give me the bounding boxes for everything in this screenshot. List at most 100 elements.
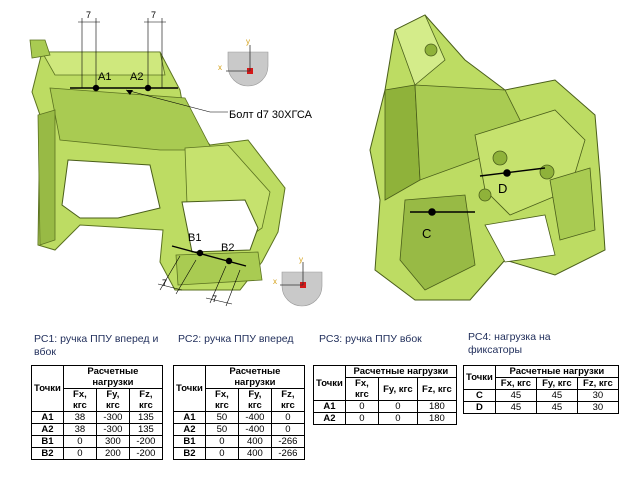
dimension-a1 bbox=[78, 18, 100, 88]
header-fx: Fx, кгс bbox=[494, 377, 537, 390]
bolt-b-axis bbox=[171, 245, 247, 267]
cell-point: B1 bbox=[173, 435, 206, 448]
header-points: Точки bbox=[173, 365, 206, 412]
cell-point: B2 bbox=[173, 447, 206, 460]
dim-a1-label: 7 bbox=[86, 10, 91, 20]
cell-fy: 200 bbox=[95, 447, 130, 460]
header-fz: Fz, кгс bbox=[416, 377, 457, 401]
bolt-leader bbox=[125, 89, 228, 113]
cell-fy: 45 bbox=[535, 401, 578, 414]
load-table-case2: Точки Расчетные нагрузки Fx, кгс Fy, кгс… bbox=[173, 365, 305, 460]
fixator-d-axis bbox=[479, 167, 546, 177]
cell-fy: -400 bbox=[237, 423, 272, 436]
cell-fz: 135 bbox=[128, 423, 163, 436]
cell-fx: 38 bbox=[62, 411, 97, 424]
dim-a2-label: 7 bbox=[151, 10, 156, 20]
cell-fz: -200 bbox=[128, 447, 163, 460]
cell-fz: 30 bbox=[576, 389, 619, 402]
table-row: B2 0 400 -266 bbox=[173, 447, 305, 460]
cell-fz: -266 bbox=[270, 447, 305, 460]
case1-caption: РС1: ручка ППУ вперед и вбок bbox=[34, 333, 159, 358]
cell-fz: 180 bbox=[416, 412, 457, 425]
table-row: B1 0 300 -200 bbox=[31, 435, 163, 448]
right-part-body bbox=[369, 14, 606, 301]
axis-y-bottom-label: y bbox=[299, 255, 303, 264]
cell-point: A1 bbox=[173, 411, 206, 424]
table-row: A2 0 0 180 bbox=[313, 412, 457, 425]
header-group: Расчетные нагрузки bbox=[62, 365, 163, 389]
cell-fy: 400 bbox=[237, 447, 272, 460]
table-row: A2 38 -300 135 bbox=[31, 423, 163, 436]
bolt-label: Болт d7 30ХГСА bbox=[229, 109, 313, 121]
header-points: Точки bbox=[313, 365, 346, 401]
case4-caption: РС4: нагрузка на фиксаторы bbox=[468, 331, 551, 356]
point-b2-marker bbox=[225, 257, 233, 265]
header-fx: Fx, кгс bbox=[62, 388, 97, 412]
table-row: A2 50 -400 0 bbox=[173, 423, 305, 436]
cell-fy: 300 bbox=[95, 435, 130, 448]
table-row: A1 0 0 180 bbox=[313, 400, 457, 413]
header-fz: Fz, кгс bbox=[270, 388, 305, 412]
cell-fx: 45 bbox=[494, 401, 537, 414]
cell-fx: 0 bbox=[204, 447, 239, 460]
cell-fy: -300 bbox=[95, 411, 130, 424]
cell-fz: -200 bbox=[128, 435, 163, 448]
cell-fz: 135 bbox=[128, 411, 163, 424]
point-a2-label: A2 bbox=[130, 71, 143, 83]
left-part-drawing: 7 7 A1 A2 Болт d7 30ХГСА B1 B2 7 7 y x bbox=[29, 10, 323, 307]
dimension-b2 bbox=[205, 265, 241, 307]
cell-fz: 180 bbox=[416, 400, 457, 413]
cell-fx: 0 bbox=[344, 412, 379, 425]
cell-fz: -266 bbox=[270, 435, 305, 448]
cell-fx: 0 bbox=[62, 435, 97, 448]
point-b1-marker bbox=[196, 249, 204, 257]
dim-b1-label: 7 bbox=[162, 278, 167, 288]
cell-point: D bbox=[463, 401, 496, 414]
case2-caption: РС2: ручка ППУ вперед bbox=[178, 333, 294, 345]
load-table-case1: Точки Расчетные нагрузки Fx, кгс Fy, кгс… bbox=[31, 365, 163, 460]
left-part-body bbox=[29, 39, 286, 291]
point-b1-label: B1 bbox=[188, 232, 201, 244]
cell-fz: 30 bbox=[576, 401, 619, 414]
cell-fx: 45 bbox=[494, 389, 537, 402]
dimension-a2 bbox=[144, 18, 166, 88]
header-fy: Fy, кгс bbox=[377, 377, 418, 401]
header-points: Точки bbox=[31, 365, 64, 412]
axis-x-top-label: x bbox=[218, 63, 222, 72]
dim-b2-label: 7 bbox=[212, 294, 217, 304]
cell-fx: 0 bbox=[204, 435, 239, 448]
right-part-drawing: C D bbox=[369, 14, 606, 301]
point-a1-label: A1 bbox=[98, 71, 111, 83]
point-c-marker bbox=[428, 208, 436, 216]
header-fz: Fz, кгс bbox=[128, 388, 163, 412]
cell-fx: 0 bbox=[62, 447, 97, 460]
table-row: B2 0 200 -200 bbox=[31, 447, 163, 460]
point-a2-marker bbox=[144, 84, 152, 92]
cell-point: B2 bbox=[31, 447, 64, 460]
cell-point: B1 bbox=[31, 435, 64, 448]
point-b2-label: B2 bbox=[221, 242, 234, 254]
table-row: A1 50 -400 0 bbox=[173, 411, 305, 424]
cell-fy: -300 bbox=[95, 423, 130, 436]
cell-point: A2 bbox=[313, 412, 346, 425]
header-fy: Fy, кгс bbox=[95, 388, 130, 412]
cell-fy: -400 bbox=[237, 411, 272, 424]
cell-fy: 45 bbox=[535, 389, 578, 402]
table-row: A1 38 -300 135 bbox=[31, 411, 163, 424]
header-fz: Fz, кгс bbox=[576, 377, 619, 390]
load-table-case3: Точки Расчетные нагрузки Fx, кгс Fy, кгс… bbox=[313, 365, 457, 425]
cell-fx: 50 bbox=[204, 423, 239, 436]
cell-fy: 0 bbox=[377, 412, 418, 425]
load-table-case4: Точки Расчетные нагрузки Fx, кгс Fy, кгс… bbox=[463, 365, 619, 414]
axis-x-bottom-label: x bbox=[273, 277, 277, 286]
point-d-label: D bbox=[498, 181, 507, 196]
point-c-label: C bbox=[422, 226, 431, 241]
axis-triad-top bbox=[226, 45, 269, 87]
cell-fy: 0 bbox=[377, 400, 418, 413]
cell-fz: 0 bbox=[270, 423, 305, 436]
point-d-marker bbox=[503, 169, 511, 177]
cell-point: A2 bbox=[31, 423, 64, 436]
cell-fx: 38 bbox=[62, 423, 97, 436]
bolt-leader-arrow bbox=[126, 90, 133, 95]
cell-point: A2 bbox=[173, 423, 206, 436]
